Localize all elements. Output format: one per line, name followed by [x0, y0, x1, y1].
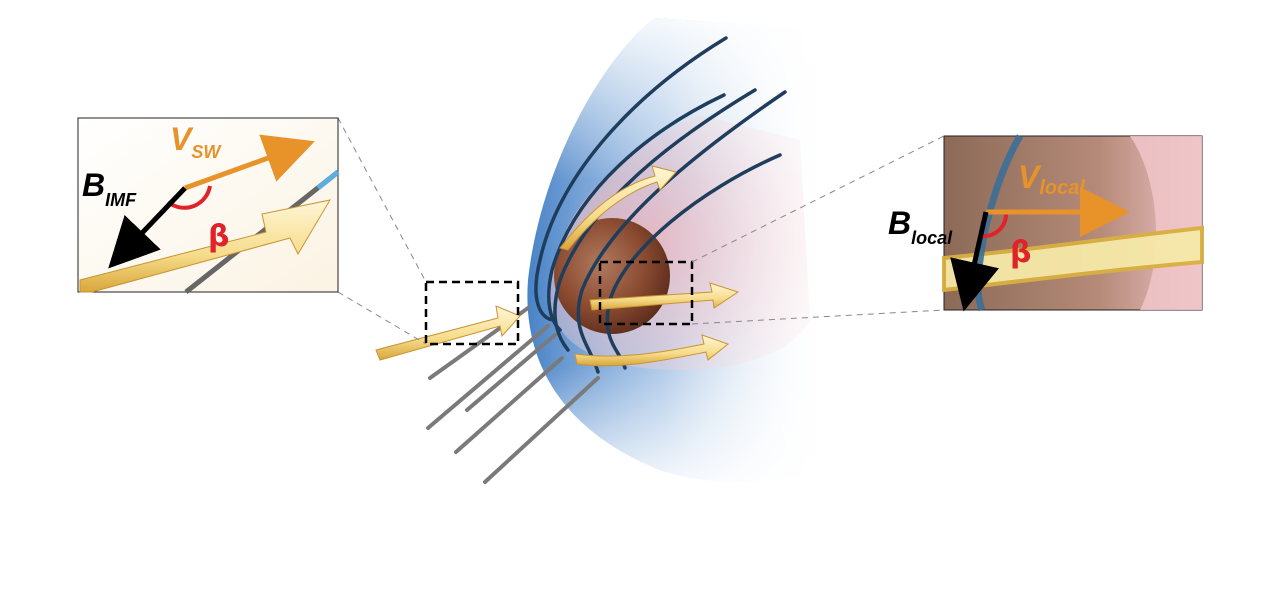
- inset-flow-arrow: [79, 199, 332, 293]
- bimf-label: BIMF: [82, 167, 137, 210]
- connector-lines: [337, 117, 945, 345]
- inset-upstream: VSW BIMF β: [77, 117, 340, 294]
- inset-field-line: [184, 170, 340, 294]
- vsw-label: VSW: [170, 121, 222, 162]
- beta-local-label: β: [1010, 235, 1031, 270]
- beta-label: β: [208, 219, 229, 254]
- beta-angle-arc: [166, 185, 212, 210]
- beta-local-angle-arc: [981, 213, 1009, 239]
- bimf-arrow: [108, 186, 187, 269]
- dashed-box-upstream: [424, 280, 520, 346]
- dashed-box-downstream: [598, 260, 694, 326]
- upstream-field-lines: [426, 306, 600, 484]
- blocal-label: Blocal: [888, 205, 953, 248]
- vsw-arrow: [184, 134, 315, 191]
- inset-flow-band: [942, 225, 1204, 293]
- draped-field-lines: [534, 36, 787, 374]
- vlocal-label: Vlocal: [1018, 159, 1085, 199]
- plasma-flow-arrows: [375, 165, 740, 367]
- inset-downstream: Vlocal Blocal β: [888, 134, 1204, 312]
- blocal-arrow: [950, 211, 999, 312]
